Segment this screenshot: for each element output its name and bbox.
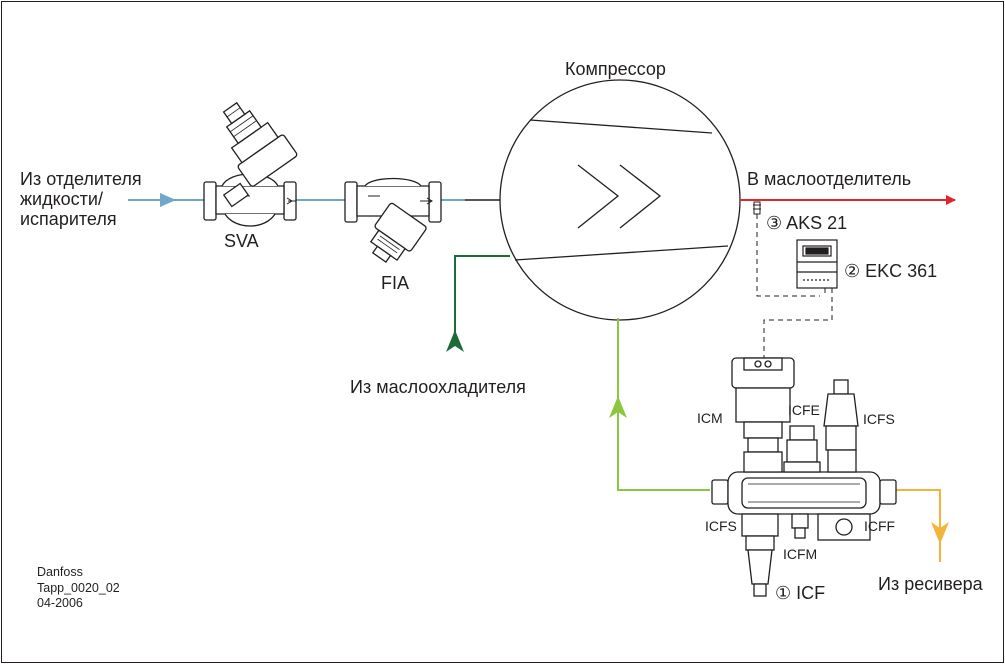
suction-arrow-icon [160, 193, 176, 207]
icff-label: ICFF [864, 518, 896, 534]
ekc361-controller-icon [796, 239, 838, 289]
icfe-label: ICFE [788, 402, 820, 418]
compressor-label: Компрессор [565, 59, 666, 79]
inlet-label: Из отделителя жидкости/ испарителя [20, 169, 142, 229]
svalve-label: SVA [224, 231, 259, 251]
icf-valve-station-icon [711, 357, 897, 597]
suction-line [128, 193, 500, 207]
oil-cooler-label: Из маслоохладителя [350, 377, 526, 397]
footer-line2: Tapp_0020_02 [37, 580, 120, 595]
icfs-top-label: ICFS [863, 411, 895, 427]
receiver-label: Из ресивера [878, 574, 983, 594]
receiver-line [890, 489, 949, 562]
receiver-arrow-icon [931, 522, 949, 544]
inlet-label-line1: Из отделителя [20, 169, 142, 189]
filter-label: FIA [381, 273, 410, 293]
footer-note: Danfoss Tapp_0020_02 04-2006 [37, 565, 120, 612]
inlet-label-line2: жидкости/ [20, 188, 103, 209]
ekc361-label: ② EKC 361 [844, 261, 938, 281]
icfs-bottom-label: ICFS [705, 518, 737, 534]
liquid-line [609, 318, 710, 491]
liquid-arrow-icon [609, 396, 627, 418]
icfm-label: ICFM [783, 546, 818, 562]
oil-arrow-icon [446, 330, 464, 352]
icf-label: ① ICF [775, 583, 826, 603]
icm-label: ICM [697, 410, 723, 426]
outlet-label: В маслоотделитель [747, 169, 912, 189]
svalve-icon [203, 101, 298, 227]
footer-line3: 04-2006 [37, 596, 83, 611]
inlet-label-line3: испарителя [20, 208, 117, 229]
aks21-sensor-icon [753, 201, 761, 215]
compressor-icon [499, 79, 741, 321]
footer-line1: Danfoss [37, 565, 83, 579]
filter-icon [344, 177, 442, 263]
oil-line [446, 255, 510, 352]
aks21-label: ③ AKS 21 [766, 213, 848, 233]
